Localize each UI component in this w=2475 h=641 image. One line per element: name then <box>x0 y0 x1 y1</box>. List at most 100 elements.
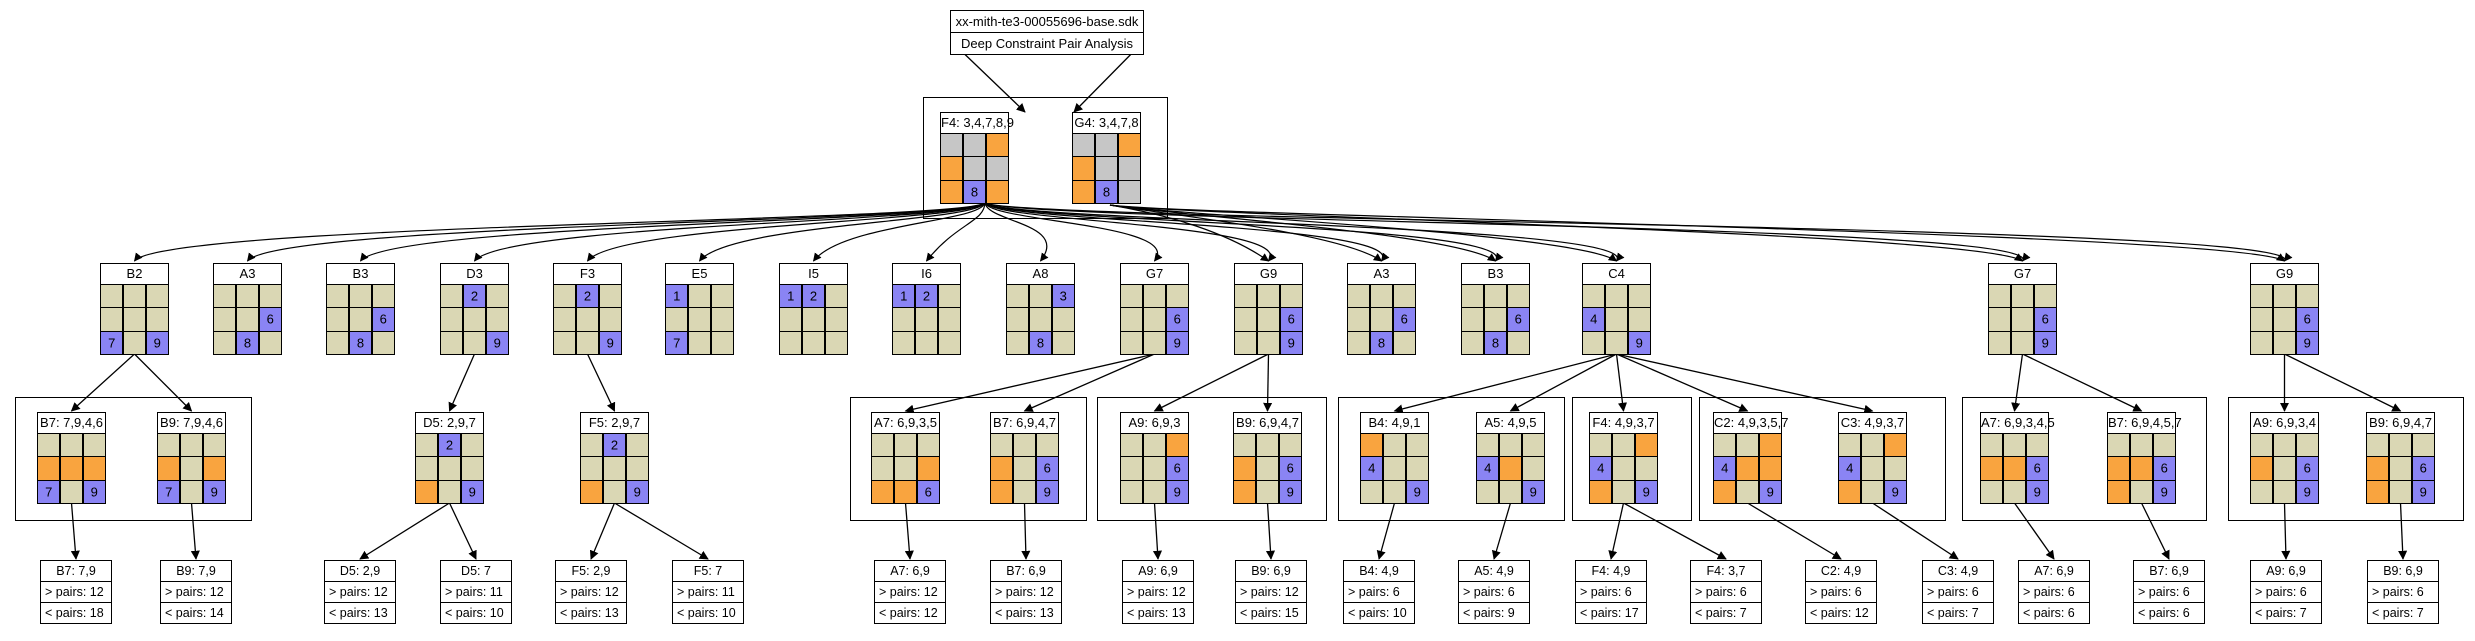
root-title: xx-mith-te3-00055696-base.sdk <box>955 14 1139 29</box>
pair-result-node: D5: 7> pairs: 11< pairs: 10 <box>440 560 512 624</box>
pair-title: B7: 6,9 <box>1006 564 1046 578</box>
greater-pairs: > pairs: 12 <box>875 581 945 602</box>
grid-cell <box>802 331 825 354</box>
node-title: B7: 6,9,4,7 <box>991 413 1058 434</box>
grid-cell <box>1477 480 1499 503</box>
cell-digit: 1 <box>787 288 795 304</box>
grid-cell <box>1256 457 1279 480</box>
cell-digit: 8 <box>356 335 365 351</box>
grid-cell <box>603 480 626 503</box>
lesser-pairs: < pairs: 7 <box>1691 602 1761 623</box>
grid-cell <box>1348 331 1370 354</box>
grid-cell <box>2367 434 2389 457</box>
grid-cell <box>1981 480 2003 503</box>
grid-cell: 8 <box>1095 180 1118 203</box>
pair-result-node: A9: 6,9> pairs: 6< pairs: 7 <box>2250 560 2322 624</box>
edge-a9b-p19 <box>2281 502 2291 560</box>
grid-cell <box>1143 434 1166 457</box>
edge-b9b-p10 <box>1265 502 1276 560</box>
grid-cell <box>1462 308 1484 331</box>
grid-cell: 9 <box>626 480 648 503</box>
pair-title: B9: 7,9 <box>176 564 216 578</box>
grid-cell <box>1484 308 1507 331</box>
grid-cell <box>2273 480 2296 503</box>
grid-cell <box>60 480 83 503</box>
grid-cell: 9 <box>1884 480 1906 503</box>
node-title: A5: 4,9,5 <box>1477 413 1544 434</box>
grid-cell <box>1234 434 1256 457</box>
pair-result-node: A7: 6,9> pairs: 12< pairs: 12 <box>874 560 946 624</box>
grid-cell <box>1522 457 1544 480</box>
cell-digit: 4 <box>1721 460 1729 476</box>
cell-digit: 2 <box>809 288 818 304</box>
grid-cell <box>1118 157 1140 180</box>
grid-cell <box>2412 434 2434 457</box>
grid-cell <box>1121 480 1143 503</box>
cell-digit: 9 <box>1413 484 1421 500</box>
pair-result-node: B7: 6,9> pairs: 12< pairs: 13 <box>990 560 1062 624</box>
grid-cell <box>2273 308 2296 331</box>
grid-cell: 9 <box>1522 480 1544 503</box>
grid-cell <box>1361 434 1383 457</box>
greater-pairs: > pairs: 6 <box>1691 581 1761 602</box>
grid-cell <box>688 285 711 308</box>
grid-cell: 9 <box>1166 480 1188 503</box>
grid-cell <box>1612 480 1635 503</box>
edge-f4b-p13 <box>1608 502 1625 560</box>
edge-a5-p12 <box>1491 502 1512 560</box>
grid-cell <box>2296 434 2318 457</box>
grid-cell <box>1605 285 1628 308</box>
cell-digit: 6 <box>2303 311 2311 327</box>
grid-cell <box>1143 308 1166 331</box>
grid-cell <box>1257 285 1280 308</box>
cell-digit: 4 <box>1590 311 1598 327</box>
grid-cell <box>203 457 225 480</box>
grid-cell <box>1143 285 1166 308</box>
grid-cell <box>83 457 105 480</box>
grid-cell <box>1029 285 1052 308</box>
cell-digit: 3 <box>1059 288 1067 304</box>
grid-cell <box>416 434 438 457</box>
cell-digit: 9 <box>2033 484 2041 500</box>
grid-cell: 6 <box>2296 457 2318 480</box>
greater-pairs: > pairs: 11 <box>441 581 511 602</box>
grid-cell <box>1279 434 1301 457</box>
edge-b7c-p18 <box>2140 502 2170 560</box>
pair-result-node: F5: 2,9> pairs: 12< pairs: 13 <box>555 560 627 624</box>
node-title: F5: 2,9,7 <box>581 413 648 434</box>
grid-cell: 9 <box>1759 480 1781 503</box>
grid-cell <box>1383 480 1406 503</box>
candidate-grid: 8 <box>1073 134 1140 203</box>
lesser-pairs: < pairs: 7 <box>2251 602 2321 623</box>
edge-b4-p11 <box>1376 502 1396 560</box>
grid-cell <box>1989 308 2011 331</box>
grid-cell <box>158 434 180 457</box>
edge-top-e5 <box>698 201 986 262</box>
grid-cell: 6 <box>1393 308 1415 331</box>
edge-b2-b9a <box>134 353 193 412</box>
grid-cell <box>1121 434 1143 457</box>
lesser-pairs: < pairs: 12 <box>1806 602 1876 623</box>
greater-pairs: > pairs: 6 <box>1806 581 1876 602</box>
grid-cell: 2 <box>463 285 486 308</box>
grid-cell: 6 <box>1279 457 1301 480</box>
edge-top-g7b <box>984 201 2031 262</box>
grid-cell <box>2251 285 2273 308</box>
grid-cell: 9 <box>83 480 105 503</box>
grid-cell <box>1143 457 1166 480</box>
grid-cell: 9 <box>2034 331 2056 354</box>
grid-cell <box>2273 285 2296 308</box>
cell-digit: 6 <box>1043 460 1051 476</box>
grid-cell <box>38 434 60 457</box>
grid-cell: 8 <box>1370 331 1393 354</box>
edge-top-g7a <box>984 201 1163 262</box>
grid-cell: 9 <box>2296 480 2318 503</box>
